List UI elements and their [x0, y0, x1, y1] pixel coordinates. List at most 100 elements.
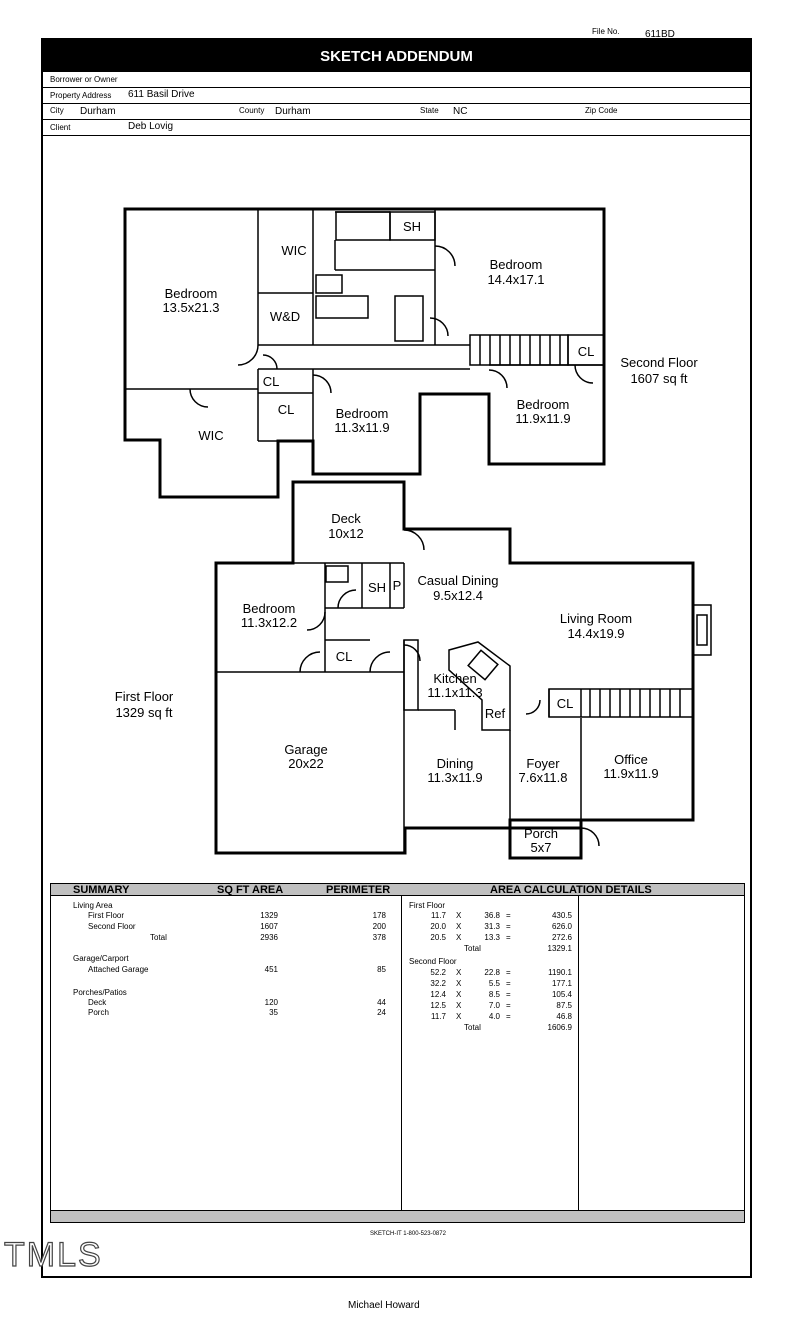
first-floor-interior-walls	[216, 529, 712, 853]
sf-room-dims: 11.3x11.9	[334, 420, 389, 435]
detail-value: 626.0	[551, 922, 572, 931]
row-perimeter: 85	[377, 965, 386, 974]
row-perimeter: 44	[377, 998, 386, 1007]
detail-a: 32.2	[430, 979, 446, 988]
summary-header-bar: SUMMARY SQ FT AREA PERIMETER AREA CALCUL…	[50, 883, 745, 896]
detail-x: X	[456, 1012, 462, 1021]
detail-total-label: Total	[464, 944, 481, 953]
detail-x: X	[456, 979, 462, 988]
sf-room-name: CL	[278, 402, 295, 417]
row-label: Attached Garage	[88, 965, 149, 974]
ff-room-dims: 11.3x11.9	[427, 770, 482, 785]
detail-value: 46.8	[556, 1012, 572, 1021]
detail-b: 13.3	[484, 933, 500, 942]
summary-footer-bar	[50, 1210, 745, 1223]
detail-a: 12.5	[430, 1001, 446, 1010]
detail-a: 52.2	[430, 968, 446, 977]
divider	[401, 896, 402, 1210]
property-row: Property Address 611 Basil Drive	[43, 88, 752, 104]
ff-room-dims: 9.5x12.4	[433, 588, 483, 603]
sf-room-name: W&D	[270, 309, 300, 324]
ff-room-name: Office	[614, 752, 648, 767]
detail-x: X	[456, 1001, 462, 1010]
detail-b: 8.5	[488, 990, 500, 999]
row-area: 120	[264, 998, 278, 1007]
floor-plan-sketch: Bedroom 13.5x21.3 WIC SH Bedroom 14.4x17…	[115, 207, 712, 860]
sf-room-name: CL	[578, 344, 595, 359]
first-floor-outline	[214, 480, 695, 855]
first-floor-area: 1329 sq ft	[115, 705, 172, 720]
ff-room-name: Garage	[284, 742, 327, 757]
row-area: 1329	[260, 911, 278, 920]
detail-eq: =	[506, 968, 511, 977]
row-area: 451	[264, 965, 278, 974]
signer-name: Michael Howard	[348, 1300, 420, 1311]
county-value: Durham	[275, 106, 311, 117]
page-title: SKETCH ADDENDUM	[41, 38, 752, 72]
detail-a: 11.7	[431, 1012, 446, 1021]
ff-room-name: Deck	[331, 511, 361, 526]
summary-table	[50, 896, 745, 1210]
sf-room-name: WIC	[281, 243, 306, 258]
second-floor-interior-walls	[125, 209, 605, 474]
summary-heading: SUMMARY	[73, 884, 130, 896]
state-value: NC	[453, 106, 468, 117]
detail-total: 1606.9	[547, 1023, 572, 1032]
state-label: State	[420, 106, 439, 115]
borrower-row: Borrower or Owner	[43, 72, 752, 88]
row-label: Porch	[88, 1008, 109, 1017]
detail-x: X	[456, 968, 462, 977]
sf-room-dims: 11.9x11.9	[515, 411, 570, 426]
ff-room-dims: 11.9x11.9	[603, 766, 658, 781]
second-floor-area: 1607 sq ft	[630, 371, 687, 386]
row-label: Second Floor	[88, 922, 136, 931]
divider	[578, 896, 579, 1210]
detail-b: 5.5	[488, 979, 500, 988]
group-title: Garage/Carport	[73, 954, 129, 963]
sf-room-name: Bedroom	[336, 406, 389, 421]
detail-value: 87.5	[556, 1001, 572, 1010]
detail-x: X	[456, 990, 462, 999]
detail-value: 272.6	[551, 933, 572, 942]
location-row: City Durham County Durham State NC Zip C…	[43, 104, 752, 120]
ff-room-name: Foyer	[526, 756, 560, 771]
detail-eq: =	[506, 933, 511, 942]
file-no-value: 611BD	[645, 29, 675, 40]
detail-value: 430.5	[551, 911, 572, 920]
ff-room-name: Porch	[524, 826, 558, 841]
ff-room-dims: 10x12	[328, 526, 363, 541]
ff-room-name: Living Room	[560, 611, 632, 626]
row-label: Deck	[88, 998, 107, 1007]
ff-room-name: Ref	[485, 706, 506, 721]
property-value: 611 Basil Drive	[128, 89, 195, 100]
ff-room-name: CL	[557, 696, 574, 711]
detail-a: 11.7	[431, 911, 446, 920]
sf-room-name: Bedroom	[490, 257, 543, 272]
detail-a: 12.4	[430, 990, 446, 999]
second-floor-outline	[123, 207, 606, 499]
row-area: 35	[269, 1008, 278, 1017]
detail-eq: =	[506, 1001, 511, 1010]
row-label: Total	[150, 933, 167, 942]
perimeter-heading: PERIMETER	[326, 884, 391, 896]
sf-room-name: Bedroom	[165, 286, 218, 301]
detail-a: 20.0	[430, 922, 446, 931]
ff-room-dims: 5x7	[531, 840, 552, 855]
detail-b: 4.0	[488, 1012, 500, 1021]
ff-room-dims: 20x22	[288, 756, 323, 771]
first-floor-labels: Deck 10x12 SH P Casual Dining 9.5x12.4 B…	[115, 511, 659, 855]
detail-eq: =	[506, 911, 511, 920]
sf-room-name: CL	[263, 374, 280, 389]
detail-value: 1190.1	[548, 968, 572, 977]
file-no-label: File No.	[592, 27, 620, 36]
detail-title: Second Floor	[409, 957, 457, 966]
detail-eq: =	[506, 1012, 511, 1021]
ff-room-name: SH	[368, 580, 386, 595]
ff-room-name: P	[393, 578, 402, 593]
sf-room-name: SH	[403, 219, 421, 234]
ff-room-name: Kitchen	[433, 671, 476, 686]
client-label: Client	[50, 123, 71, 132]
detail-total: 1329.1	[547, 944, 572, 953]
sf-room-name: WIC	[198, 428, 223, 443]
ff-room-name: CL	[336, 649, 353, 664]
